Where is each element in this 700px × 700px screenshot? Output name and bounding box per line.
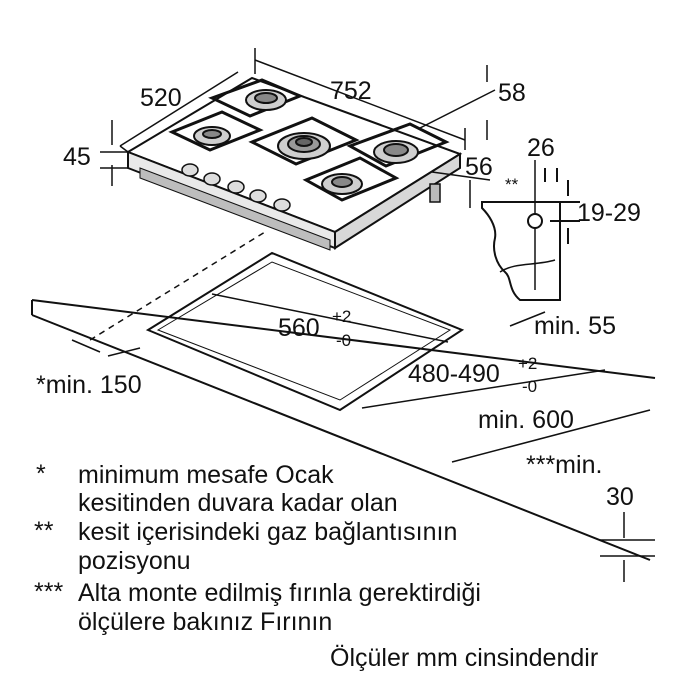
dim-cutout-width-tol-plus: +2 <box>332 307 352 326</box>
burner <box>193 126 231 146</box>
footer-units-note: Ölçüler mm cinsindendir <box>330 644 599 672</box>
dim-cutout-depth-tol-plus: +2 <box>518 354 538 373</box>
hob-dimension-lines <box>100 48 496 208</box>
burner <box>277 132 331 160</box>
burner <box>373 140 419 164</box>
countertop-dimension-lines <box>71 293 655 582</box>
hob-body <box>139 167 331 251</box>
note-3-line-2: ölçülere bakınız Fırının <box>78 608 333 636</box>
note-mark-1: * <box>36 460 46 488</box>
gas-connector <box>429 183 441 203</box>
dim-bracket-range: 19-29 <box>577 199 641 227</box>
section-detail <box>481 160 580 301</box>
note-2-line-2: pozisyonu <box>78 547 191 575</box>
dim-min-oven-label: ***min. <box>526 451 603 479</box>
hob-side-edge <box>334 152 461 250</box>
dim-min-rear: min. 55 <box>534 312 616 340</box>
control-knob <box>181 163 291 212</box>
countertop-cutout <box>145 251 465 412</box>
note-2-line-1: kesit içerisindeki gaz bağlantısının <box>78 518 458 546</box>
dim-cutout-depth: 480-490 <box>408 360 500 388</box>
dim-min-side: *min. 150 <box>36 371 142 399</box>
dim-cutout-width-tol-minus: -0 <box>336 331 352 350</box>
note-3-line-1: Alta monte edilmiş fırınla gerektirdiği <box>78 579 481 607</box>
dim-bracket-26: 26 <box>527 134 555 162</box>
note-1-line-1: minimum mesafe Ocak <box>78 461 334 489</box>
dim-depth-56: 56 <box>465 153 493 181</box>
countertop <box>31 231 656 561</box>
dim-cutout-width: 560 <box>278 314 320 342</box>
dim-cutout-depth-tol-minus: -0 <box>522 377 538 396</box>
dim-front-58: 58 <box>498 79 526 107</box>
note-1-line-2: kesitinden duvara kadar olan <box>78 489 398 517</box>
burner <box>245 89 287 111</box>
hob <box>125 76 463 251</box>
note-mark-2: ** <box>34 517 54 545</box>
dim-bracket-marker: ** <box>505 175 519 194</box>
dim-length-top: 752 <box>330 77 372 105</box>
burner <box>321 173 363 195</box>
dim-min-oven-value: 30 <box>606 483 634 511</box>
dim-height-45: 45 <box>63 143 91 171</box>
dim-width-top: 520 <box>140 84 182 112</box>
dim-min-depth: min. 600 <box>478 406 574 434</box>
note-mark-3: *** <box>34 578 64 606</box>
